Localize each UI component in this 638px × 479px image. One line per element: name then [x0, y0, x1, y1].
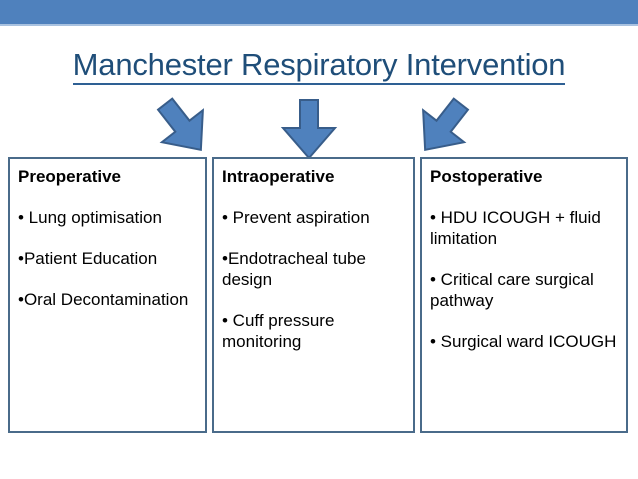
- list-item: • HDU ICOUGH + fluid limitation: [430, 208, 606, 248]
- column-header: Intraoperative: [222, 167, 335, 186]
- column-postoperative: Postoperative • HDU ICOUGH + fluid limit…: [420, 157, 628, 433]
- list-item: • Critical care surgical pathway: [430, 270, 599, 310]
- page-title: Manchester Respiratory Intervention: [0, 47, 638, 85]
- list-item: • Prevent aspiration: [222, 208, 370, 227]
- arrow-down-left-icon: [136, 81, 229, 173]
- list-item: • Lung optimisation: [18, 208, 162, 227]
- list-item: • Surgical ward ICOUGH: [430, 332, 617, 351]
- top-accent-bar-underline: [0, 24, 638, 26]
- list-item: •Patient Education: [18, 249, 158, 268]
- column-header: Preoperative: [18, 167, 121, 186]
- arrow-down-icon: [274, 98, 344, 160]
- column-preoperative: Preoperative • Lung optimisation •Patien…: [8, 157, 207, 433]
- arrow-down-right-icon: [396, 81, 489, 173]
- page-title-text: Manchester Respiratory Intervention: [72, 47, 566, 85]
- column-intraoperative: Intraoperative • Prevent aspiration •End…: [212, 157, 415, 433]
- list-item: •Endotracheal tube design: [222, 249, 371, 289]
- list-item: •Oral Decontamination: [18, 290, 189, 309]
- top-accent-bar: [0, 0, 638, 24]
- list-item: • Cuff pressure monitoring: [222, 311, 340, 351]
- column-header: Postoperative: [430, 167, 543, 186]
